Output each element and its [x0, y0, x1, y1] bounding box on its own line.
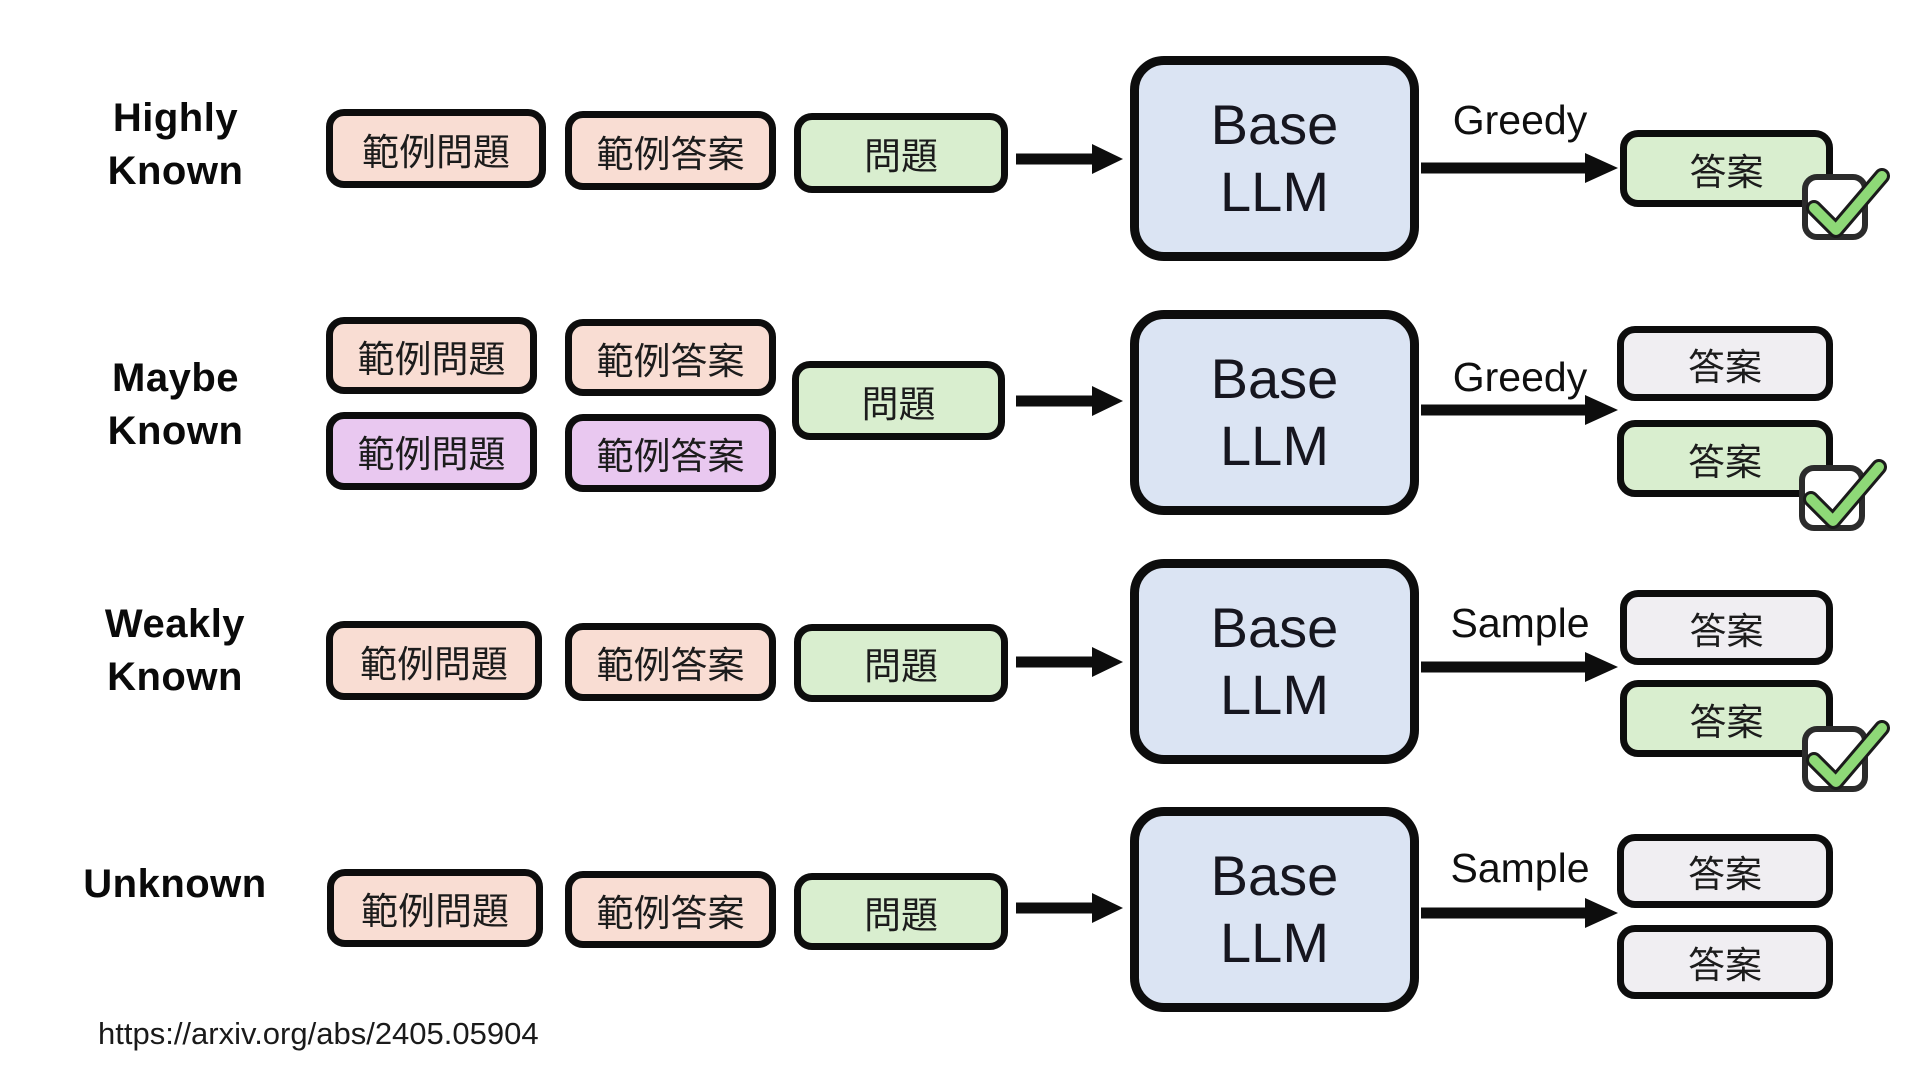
arrow-right-icon — [1421, 153, 1618, 183]
llm-text-line: Base — [1210, 347, 1339, 411]
decoding-label-greedy: Greedy — [1452, 354, 1588, 400]
arrow-right-icon — [1016, 386, 1123, 416]
chip-text: 問題 — [864, 894, 938, 936]
chip-text: 問題 — [864, 136, 938, 177]
arrow-right-icon — [1016, 144, 1123, 174]
decoding-label-sample: Sample — [1450, 600, 1590, 646]
llm-text-line: LLM — [1220, 413, 1329, 477]
row-label-line: Known — [107, 408, 244, 453]
base-llm-box: Base LLM — [1130, 56, 1419, 261]
base-llm-box: Base LLM — [1130, 310, 1419, 515]
decoding-label-greedy: Greedy — [1452, 97, 1588, 143]
chip-text: 範例答案 — [596, 436, 745, 477]
chip-answer-correct: 答案 — [1620, 130, 1833, 207]
chip-text: 答案 — [1688, 346, 1762, 388]
row-label-line: Highly — [112, 96, 239, 140]
chip-example-answer: 範例答案 — [565, 623, 776, 701]
chip-answer-correct: 答案 — [1620, 680, 1833, 757]
llm-text-line: LLM — [1220, 662, 1329, 726]
chip-example-question: 範例問題 — [326, 621, 542, 700]
chip-text: 答案 — [1689, 701, 1764, 743]
chip-question: 問題 — [794, 624, 1008, 702]
chip-answer: 答案 — [1620, 590, 1833, 665]
row-label-weakly-known: Weakly Known — [50, 598, 300, 704]
chip-text: 答案 — [1688, 854, 1762, 895]
arrow-right-icon — [1016, 893, 1123, 923]
chip-text: 答案 — [1689, 151, 1764, 193]
chip-question: 問題 — [794, 873, 1008, 950]
chip-answer-correct: 答案 — [1617, 420, 1833, 497]
row-label-line: Unknown — [83, 862, 267, 906]
chip-example-answer: 範例答案 — [565, 871, 776, 948]
chip-text: 答案 — [1688, 441, 1762, 483]
checked-checkbox-icon — [1802, 720, 1890, 792]
row-label-line: Known — [107, 654, 243, 699]
chip-text: 答案 — [1688, 945, 1762, 986]
chip-text: 範例問題 — [357, 434, 506, 475]
base-llm-box: Base LLM — [1130, 807, 1419, 1012]
row-label-line: Maybe — [112, 356, 239, 400]
decoding-label-sample: Sample — [1450, 845, 1590, 891]
chip-example-answer-alt: 範例答案 — [565, 414, 776, 492]
chip-answer: 答案 — [1617, 326, 1833, 401]
chip-example-answer: 範例答案 — [565, 111, 776, 190]
chip-example-question: 範例問題 — [327, 869, 543, 947]
chip-text: 問題 — [861, 383, 936, 425]
llm-text-line: Base — [1210, 844, 1339, 908]
chip-text: 範例答案 — [596, 892, 745, 934]
source-url: https://arxiv.org/abs/2405.05904 — [98, 1016, 539, 1051]
row-label-maybe-known: Maybe Known — [58, 352, 293, 458]
chip-question: 問題 — [794, 113, 1008, 193]
base-llm-box: Base LLM — [1130, 559, 1419, 764]
llm-text-line: Base — [1210, 596, 1339, 660]
chip-text: 問題 — [864, 646, 938, 687]
checked-checkbox-icon — [1802, 168, 1890, 240]
chip-example-answer: 範例答案 — [565, 319, 776, 396]
chip-text: 範例答案 — [596, 133, 745, 175]
arrow-right-icon — [1016, 647, 1123, 677]
chip-text: 範例問題 — [357, 338, 506, 380]
checked-checkbox-icon — [1799, 459, 1887, 531]
row-label-line: Weakly — [104, 602, 246, 646]
chip-text: 範例問題 — [362, 131, 510, 173]
chip-text: 範例答案 — [596, 645, 745, 686]
chip-text: 答案 — [1689, 610, 1764, 652]
llm-text-line: LLM — [1220, 910, 1329, 974]
llm-text-line: Base — [1210, 93, 1339, 157]
arrow-right-icon — [1421, 395, 1618, 425]
chip-question: 問題 — [792, 361, 1005, 440]
row-label-highly-known: Highly Known — [58, 92, 293, 198]
row-label-line: Known — [107, 148, 244, 193]
chip-answer: 答案 — [1617, 834, 1833, 908]
chip-example-question-alt: 範例問題 — [326, 412, 537, 490]
chip-example-question: 範例問題 — [326, 109, 546, 188]
arrow-right-icon — [1421, 652, 1618, 682]
llm-text-line: LLM — [1220, 159, 1329, 223]
chip-text: 範例問題 — [361, 891, 509, 932]
chip-text: 範例答案 — [596, 340, 745, 382]
chip-answer: 答案 — [1617, 925, 1833, 999]
chip-text: 範例問題 — [360, 643, 508, 685]
chip-example-question: 範例問題 — [326, 317, 537, 394]
row-label-unknown: Unknown — [50, 858, 300, 911]
arrow-right-icon — [1421, 898, 1618, 928]
